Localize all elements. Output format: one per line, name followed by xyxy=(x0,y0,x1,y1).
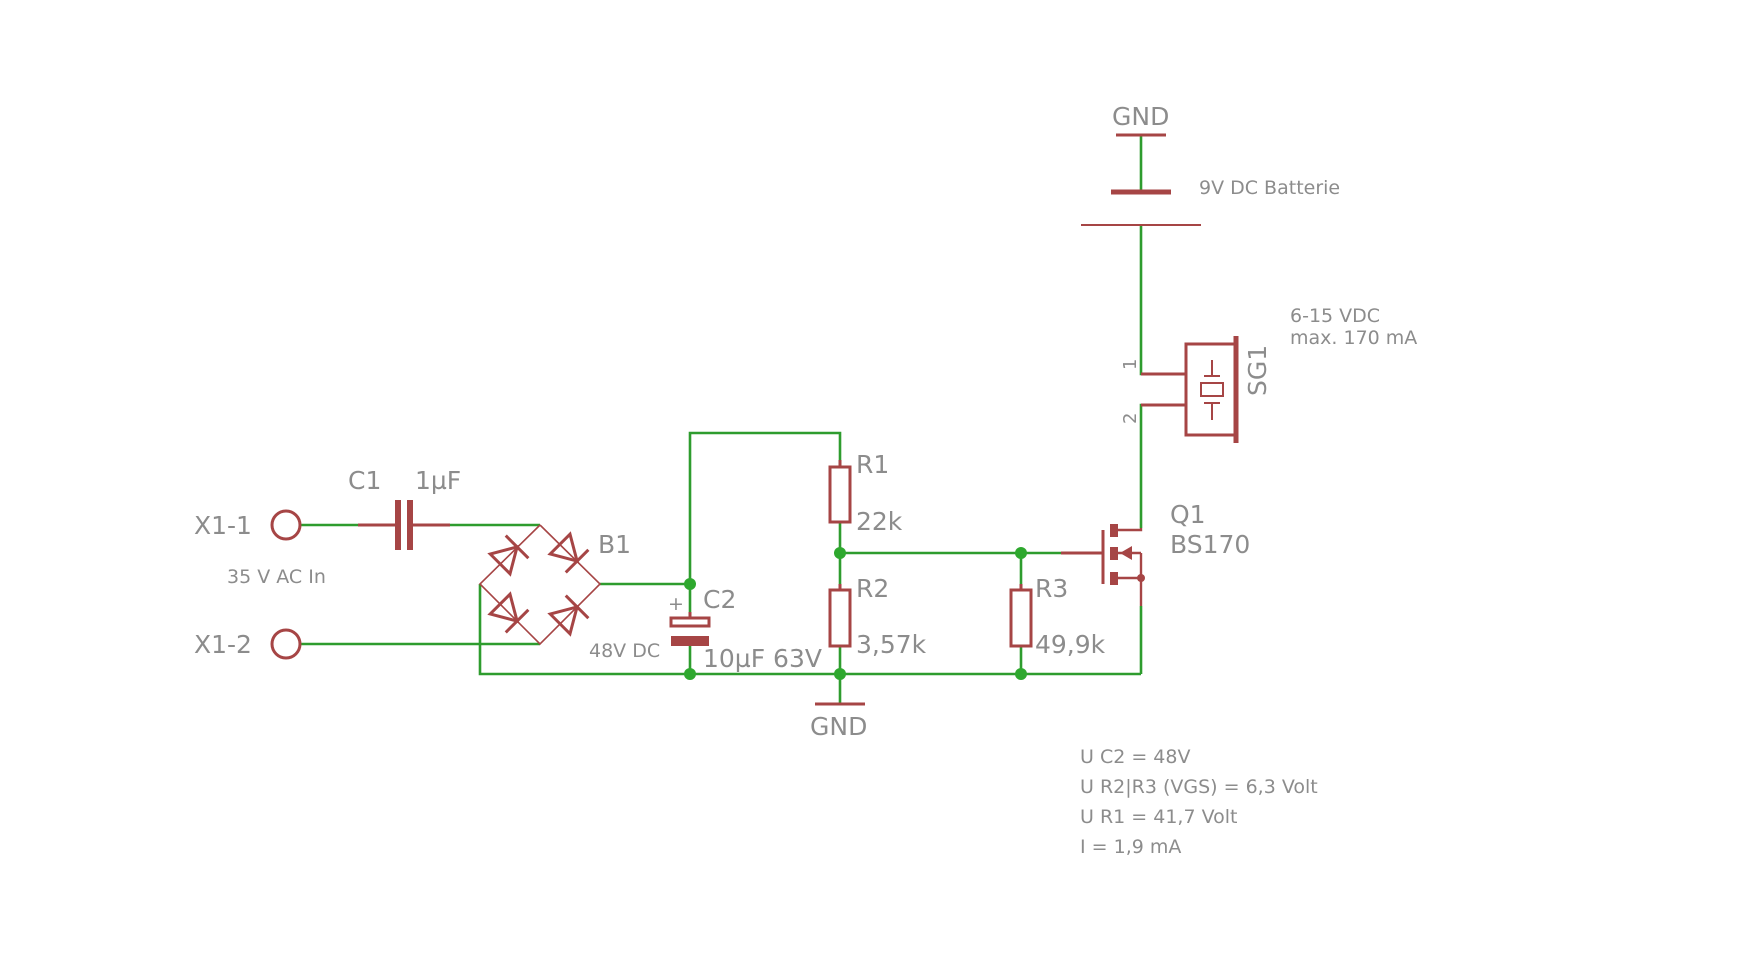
battery xyxy=(1081,189,1201,226)
label-r3-name: R3 xyxy=(1035,574,1068,603)
label-sg1-pin1: 1 xyxy=(1120,359,1141,370)
label-sg1-spec1: 6-15 VDC xyxy=(1290,305,1380,327)
terminal-x1-1 xyxy=(270,509,302,541)
label-x1-2: X1-2 xyxy=(194,630,252,659)
note-line: U C2 = 48V xyxy=(1080,746,1190,768)
label-c2-name: C2 xyxy=(703,585,736,614)
junction-dot xyxy=(834,547,846,559)
resistor-r2 xyxy=(828,584,852,648)
label-c2-polarity: + xyxy=(668,593,684,615)
junctions xyxy=(684,547,1027,680)
label-r3-value: 49,9k xyxy=(1035,630,1106,659)
label-c1-name: C1 xyxy=(348,466,381,495)
label-x1-1: X1-1 xyxy=(194,511,252,540)
label-r2-value: 3,57k xyxy=(856,630,927,659)
junction-dot xyxy=(684,578,696,590)
note-line: U R1 = 41,7 Volt xyxy=(1080,806,1237,828)
label-r2-name: R2 xyxy=(856,574,889,603)
label-gnd-top: GND xyxy=(1112,102,1169,131)
terminal-x1-2 xyxy=(270,628,302,660)
bridge-rectifier-b1 xyxy=(478,524,602,646)
label-b1-name: B1 xyxy=(598,530,631,559)
note-line: I = 1,9 mA xyxy=(1080,836,1181,858)
wire-sg1-battery xyxy=(1139,225,1186,376)
junction-dot xyxy=(1015,547,1027,559)
capacitor-c1 xyxy=(358,500,450,550)
buzzer-sg1 xyxy=(1141,336,1239,443)
label-input-note: 35 V AC In xyxy=(227,566,326,588)
label-c1-value: 1µF xyxy=(415,466,461,495)
label-q1-name: Q1 xyxy=(1170,500,1206,529)
label-sg1-spec2: max. 170 mA xyxy=(1290,327,1417,349)
resistor-r1 xyxy=(828,460,852,524)
capacitor-c2 xyxy=(669,612,711,646)
note-line: U R2|R3 (VGS) = 6,3 Volt xyxy=(1080,776,1318,798)
label-c2-note: 48V DC xyxy=(589,640,660,662)
wire-bridge-left-ground xyxy=(478,584,690,676)
label-r1-value: 22k xyxy=(856,507,903,536)
label-r1-name: R1 xyxy=(856,450,889,479)
resistor-r3 xyxy=(1009,584,1033,648)
label-sg1-name: SG1 xyxy=(1243,345,1272,396)
label-c2-value: 10µF 63V xyxy=(703,644,822,673)
junction-dot xyxy=(834,668,846,680)
label-battery-note: 9V DC Batterie xyxy=(1199,177,1340,199)
mosfet-q1 xyxy=(1061,524,1145,606)
label-gnd-bottom: GND xyxy=(810,712,867,741)
junction-dot xyxy=(1015,668,1027,680)
label-q1-value: BS170 xyxy=(1170,530,1250,559)
junction-dot xyxy=(684,668,696,680)
label-sg1-pin2: 2 xyxy=(1120,413,1141,424)
wire-plus-r1 xyxy=(688,431,842,584)
